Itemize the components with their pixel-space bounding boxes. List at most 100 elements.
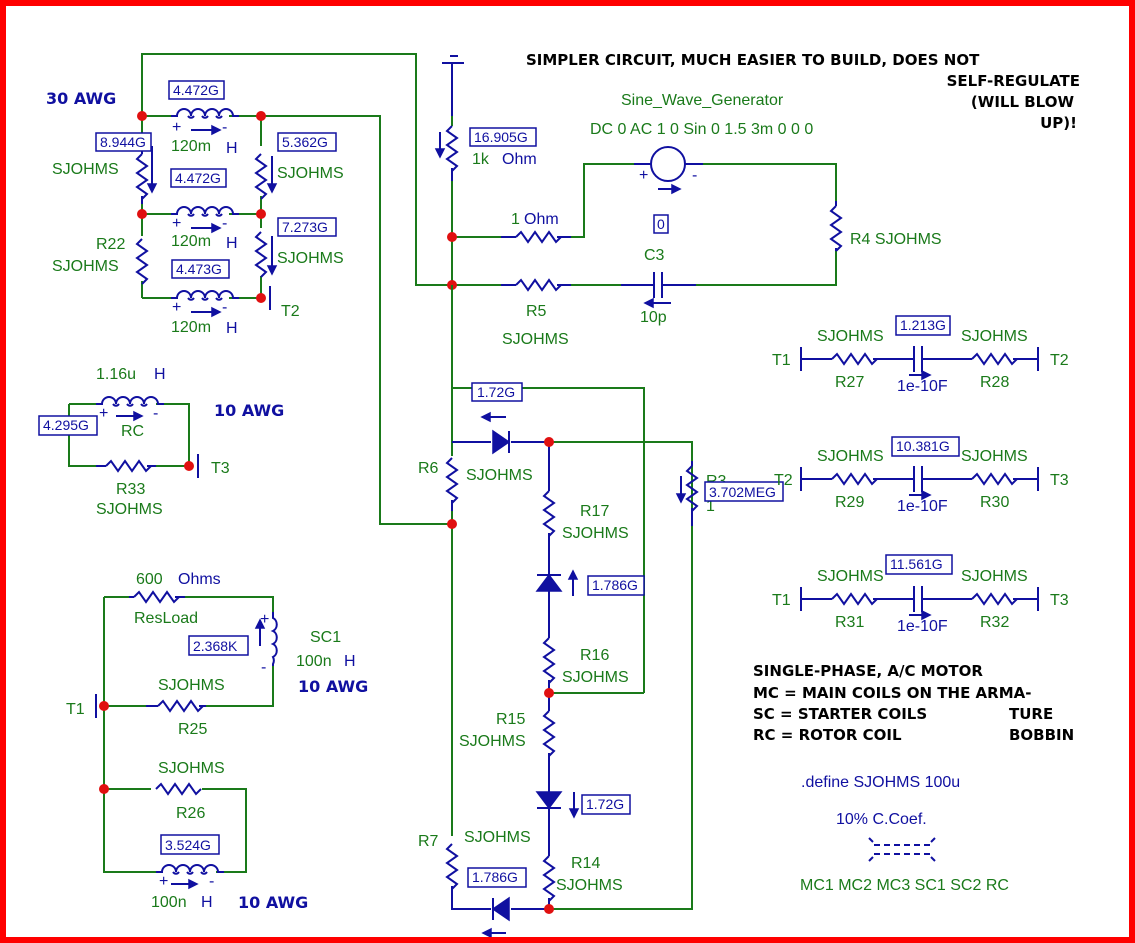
resistor-r26 <box>155 783 202 795</box>
bottom-coil-unit: H <box>201 894 213 911</box>
link3-right-name: SJOHMS <box>961 568 1028 585</box>
c3-capacitance: 10p <box>640 309 667 326</box>
link1-left-terminal: T1 <box>772 352 791 369</box>
resistor-right-top <box>255 153 267 200</box>
bottom-coil-inductance: 100n <box>151 894 187 911</box>
svg-text:+: + <box>99 405 108 422</box>
link3-left-ref: R31 <box>835 614 864 631</box>
bottom-coil-value-box: 3.524G <box>165 837 211 853</box>
terminal-t3-label: T3 <box>211 460 230 477</box>
legend-line-4: RC = ROTOR COIL <box>753 726 902 744</box>
resistor-r17 <box>543 490 555 537</box>
r-right-top-box: 5.362G <box>282 134 328 150</box>
wire <box>261 115 452 525</box>
starter-coils-block <box>95 591 278 890</box>
r26-name: SJOHMS <box>158 760 225 777</box>
c3-ref: C3 <box>644 247 665 264</box>
svg-text:+: + <box>172 299 181 316</box>
resistor-r16 <box>543 637 555 684</box>
legend-right-1: TURE <box>1009 705 1053 723</box>
r17-name: SJOHMS <box>562 525 629 542</box>
link3-left-terminal: T1 <box>772 592 791 609</box>
sine-generator-symbol <box>650 146 686 182</box>
link3-right-ref: R32 <box>980 614 1009 631</box>
rc-link-1 <box>800 346 1039 381</box>
awg-label-top: 30 AWG <box>46 89 116 108</box>
diode-low <box>535 791 563 810</box>
svg-text:+: + <box>172 119 181 136</box>
r15-ref: R15 <box>496 711 525 728</box>
svg-text:-: - <box>209 873 214 890</box>
sc1-inductance: 100n <box>296 653 332 670</box>
rc-link-2 <box>800 466 1039 501</box>
svg-text:+: + <box>159 873 168 890</box>
link2-box: 10.381G <box>896 438 950 454</box>
mc2-unit: H <box>226 235 238 252</box>
note-line-1: SIMPLER CIRCUIT, MUCH EASIER TO BUILD, D… <box>526 51 980 69</box>
r5-name: SJOHMS <box>502 331 569 348</box>
schematic-svg: 30 AWG 4.472G + - 120m H 8.944G SJOHMS 5.… <box>38 51 1080 937</box>
r22-name: SJOHMS <box>52 258 119 275</box>
diode-low-box: 1.72G <box>586 796 624 812</box>
resistor-r22 <box>136 238 148 285</box>
legend-line-2: MC = MAIN COILS ON THE ARMA- <box>753 684 1031 702</box>
legend-right-2: BOBBIN <box>1009 726 1074 744</box>
terminal-t1-label: T1 <box>66 701 85 718</box>
resistor-r14 <box>543 855 555 902</box>
link2-left-terminal: T2 <box>774 472 793 489</box>
generator-spec: DC 0 AC 1 0 Sin 0 1.5 3m 0 0 0 <box>590 121 813 138</box>
legend-line-3: SC = STARTER COILS <box>753 705 927 723</box>
r6-ref: R6 <box>418 460 439 477</box>
mc3-unit: H <box>226 320 238 337</box>
link3-cap: 1e-10F <box>897 618 948 635</box>
r17-ref: R17 <box>580 503 609 520</box>
rc-link-3 <box>800 586 1039 621</box>
r-left-top-box: 8.944G <box>100 134 146 150</box>
r14-name: SJOHMS <box>556 877 623 894</box>
r26-ref: R26 <box>176 805 205 822</box>
link3-box: 11.561G <box>890 556 943 572</box>
svg-text:+: + <box>172 215 181 232</box>
r6-name: SJOHMS <box>466 467 533 484</box>
mc1-inductance: 120m <box>171 138 211 155</box>
capacitor-c3 <box>653 272 663 298</box>
coupling-label: 10% C.Coef. <box>836 811 927 828</box>
mc3-inductance: 120m <box>171 319 211 336</box>
resistor-r15 <box>543 710 555 757</box>
r4-label: R4 SJOHMS <box>850 231 942 248</box>
awg-label-bottom: 10 AWG <box>238 893 308 912</box>
pot-value: 1k <box>472 151 490 168</box>
r33-name: SJOHMS <box>96 501 163 518</box>
terminal-t2-label: T2 <box>281 303 300 320</box>
mc2-value-box: 4.472G <box>175 170 221 186</box>
r7-name: SJOHMS <box>464 829 531 846</box>
note-line-4: UP)! <box>1040 114 1077 132</box>
wire <box>141 53 452 286</box>
resistor-resload <box>133 591 180 603</box>
rc-inductance: 1.16u <box>96 366 136 383</box>
mc3-value-box: 4.473G <box>176 261 222 277</box>
note-line-2: SELF-REGULATE <box>947 72 1080 90</box>
r-left-top-name: SJOHMS <box>52 161 119 178</box>
mc1-unit: H <box>226 140 238 157</box>
diode-bottom-box: 1.786G <box>472 869 518 885</box>
diode-mid <box>535 573 563 592</box>
link1-right-name: SJOHMS <box>961 328 1028 345</box>
resload-value: 600 <box>136 571 163 588</box>
resistor-r6 <box>446 457 458 504</box>
r1ohm-value: 1 <box>511 211 520 228</box>
inductor-mc1 <box>170 108 240 119</box>
rotor-coil-block <box>68 396 199 478</box>
resistor-r25 <box>157 700 204 712</box>
r16-ref: R16 <box>580 647 609 664</box>
r22-ref: R22 <box>96 236 125 253</box>
resistor-r33 <box>105 460 152 472</box>
legend-line-1: SINGLE-PHASE, A/C MOTOR <box>753 662 983 680</box>
r5-ref: R5 <box>526 303 547 320</box>
r7-ref: R7 <box>418 833 439 850</box>
link3-left-name: SJOHMS <box>817 568 884 585</box>
resistor-right-mid <box>255 231 267 278</box>
sc1-value-box: 2.368K <box>193 638 238 654</box>
generator-name: Sine_Wave_Generator <box>621 92 784 109</box>
